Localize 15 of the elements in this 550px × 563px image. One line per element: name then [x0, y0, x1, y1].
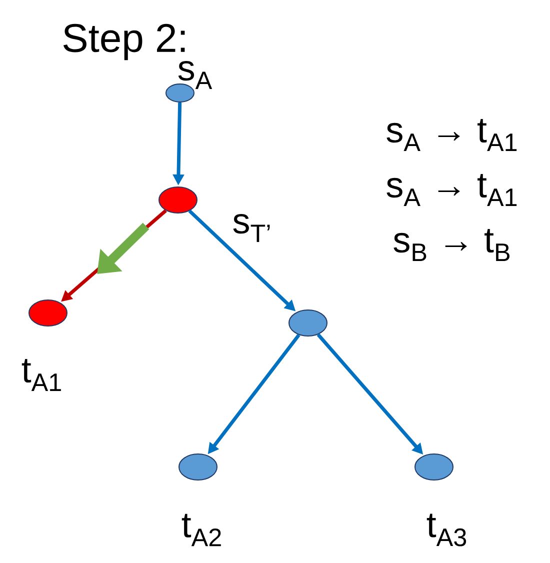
- node-ellipse: [178, 454, 218, 480]
- rule-text: s$_{B}$ → t$_{B}$: [394, 228, 510, 262]
- node-ellipse: [28, 300, 68, 326]
- node-label: s$_{A}$: [178, 60, 212, 90]
- node-ellipse: [414, 454, 454, 480]
- node-label: t$_{A2}$: [182, 514, 221, 546]
- node-label: t$_{A3}$: [426, 514, 466, 546]
- node-label: t$_{A1}$: [22, 358, 61, 392]
- edge-label: s$_{T’}$: [231, 212, 273, 244]
- rule-text: s$_{A}$ → t$_{A1}$: [386, 118, 517, 152]
- rule-text: s$_{A}$ → t$_{A1}$: [386, 174, 517, 206]
- node-ellipse: [166, 84, 194, 102]
- title: Step 2:: [63, 24, 185, 60]
- node-ellipse: [288, 310, 328, 336]
- node-ellipse: [158, 186, 198, 214]
